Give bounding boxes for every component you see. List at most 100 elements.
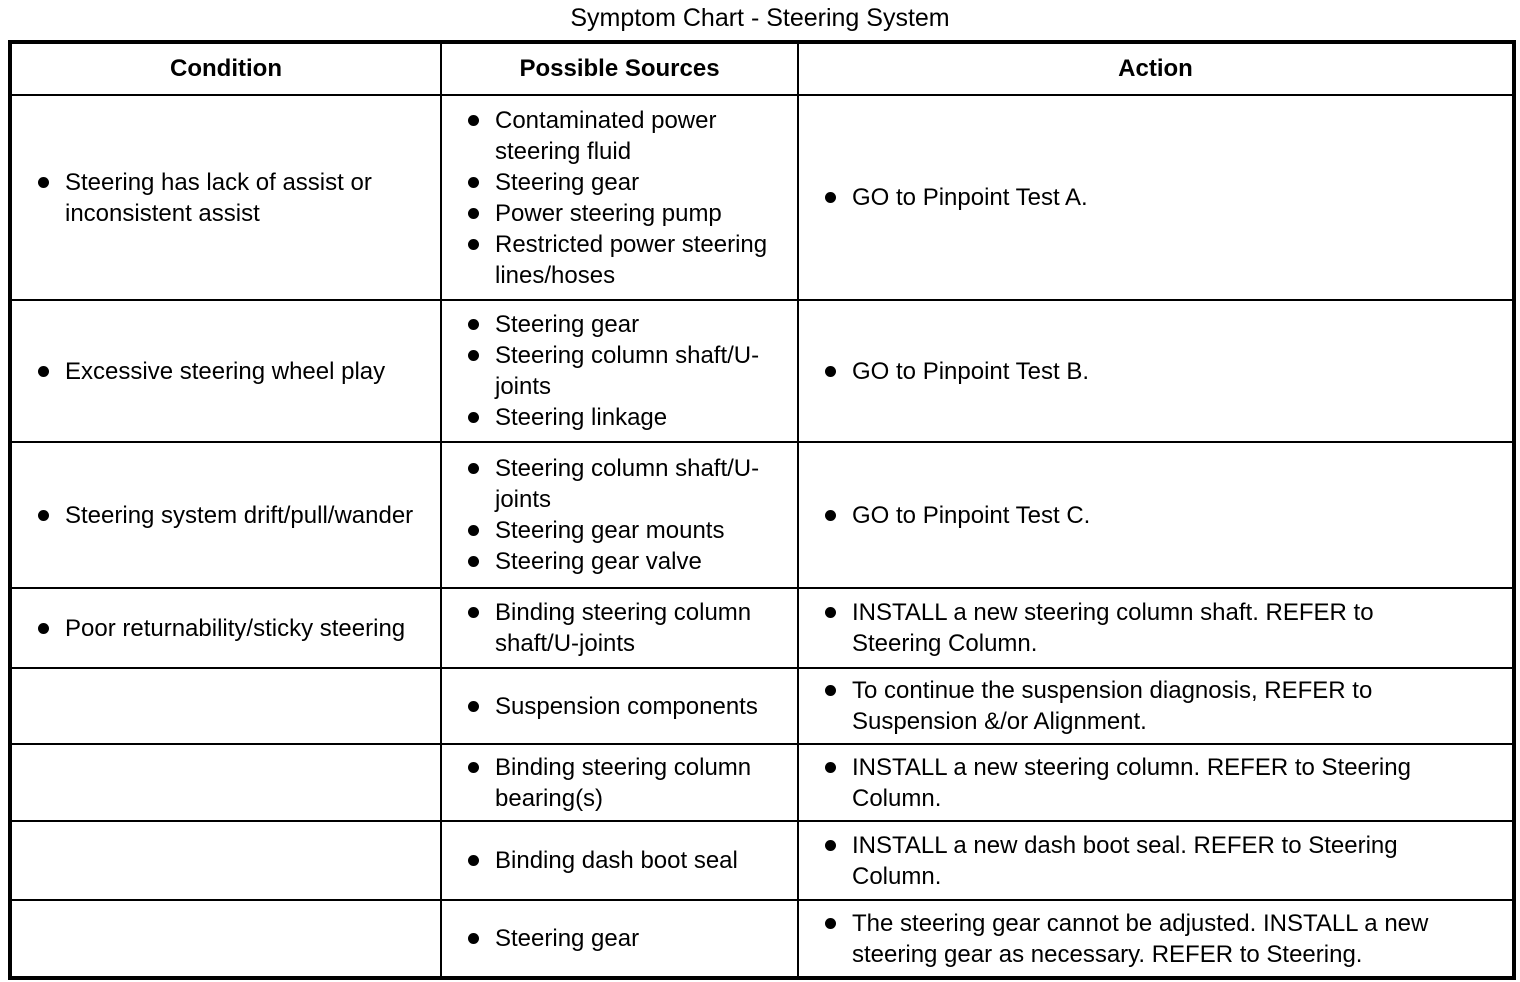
possible-sources-cell: Suspension components bbox=[440, 667, 799, 745]
condition-cell: Steering has lack of assist or inconsist… bbox=[9, 94, 442, 301]
bullet-item: Steering linkage bbox=[468, 402, 789, 433]
bullet-item: The steering gear cannot be adjusted. IN… bbox=[825, 908, 1504, 970]
action-cell: The steering gear cannot be adjusted. IN… bbox=[797, 899, 1515, 979]
bullet-item-text: GO to Pinpoint Test A. bbox=[852, 184, 1088, 211]
bullet-item: GO to Pinpoint Test A. bbox=[825, 182, 1504, 213]
action-list: INSTALL a new dash boot seal. REFER to S… bbox=[825, 830, 1504, 892]
action-list: GO to Pinpoint Test B. bbox=[825, 356, 1504, 387]
bullet-item: Binding dash boot seal bbox=[468, 845, 789, 876]
bullet-item: GO to Pinpoint Test C. bbox=[825, 500, 1504, 531]
bullet-item-text: Steering has lack of assist or inconsist… bbox=[65, 168, 372, 227]
bullet-item-text: Excessive steering wheel play bbox=[65, 357, 386, 385]
action-cell: To continue the suspension diagnosis, RE… bbox=[797, 667, 1515, 745]
sources-list: Binding dash boot seal bbox=[468, 845, 789, 876]
condition-cell bbox=[9, 743, 442, 822]
sources-list: Steering gear bbox=[468, 923, 789, 954]
condition-cell bbox=[9, 667, 442, 745]
bullet-icon bbox=[825, 509, 836, 521]
bullet-icon bbox=[38, 509, 49, 521]
bullet-item-text: Power steering pump bbox=[495, 199, 722, 227]
action-list: INSTALL a new steering column shaft. REF… bbox=[825, 597, 1504, 659]
action-cell: GO to Pinpoint Test A. bbox=[797, 94, 1515, 301]
bullet-item-text: Binding steering column shaft/U-joints bbox=[495, 599, 752, 657]
bullet-item: Steering has lack of assist or inconsist… bbox=[38, 167, 432, 229]
condition-list: Steering has lack of assist or inconsist… bbox=[38, 167, 432, 229]
bullet-icon bbox=[825, 365, 836, 377]
bullet-item-text: Steering column shaft/U-joints bbox=[495, 342, 760, 400]
bullet-item: Poor returnability/sticky steering bbox=[38, 613, 432, 644]
header-row: Condition Possible Sources Action bbox=[9, 41, 1515, 96]
bullet-item-text: Binding steering column bearing(s) bbox=[495, 753, 752, 812]
action-cell: INSTALL a new steering column. REFER to … bbox=[797, 743, 1515, 822]
bullet-item-text: INSTALL a new steering column shaft. REF… bbox=[852, 599, 1374, 657]
bullet-item: INSTALL a new dash boot seal. REFER to S… bbox=[825, 830, 1504, 892]
table-row: Binding steering column bearing(s) INSTA… bbox=[9, 743, 1515, 822]
possible-sources-cell: Binding steering column shaft/U-joints bbox=[440, 587, 799, 669]
bullet-icon bbox=[468, 525, 479, 536]
bullet-item-text: Restricted power steering lines/hoses bbox=[495, 230, 768, 289]
bullet-item-text: Steering column shaft/U-joints bbox=[495, 455, 760, 513]
condition-cell: Poor returnability/sticky steering bbox=[9, 587, 442, 669]
bullet-item: Steering system drift/pull/wander bbox=[38, 500, 432, 531]
symptom-chart-table: Condition Possible Sources Action Steeri… bbox=[8, 40, 1516, 980]
bullet-item: Steering gear bbox=[468, 167, 789, 198]
bullet-icon bbox=[468, 238, 479, 250]
action-cell: GO to Pinpoint Test C. bbox=[797, 441, 1515, 589]
bullet-item-text: Contaminated power steering fluid bbox=[495, 106, 717, 165]
bullet-item: To continue the suspension diagnosis, RE… bbox=[825, 675, 1504, 737]
bullet-item-text: Steering system drift/pull/wander bbox=[65, 501, 414, 529]
bullet-item-text: Steering gear valve bbox=[495, 548, 702, 575]
column-header-action: Action bbox=[797, 41, 1515, 96]
bullet-item-text: Steering gear bbox=[495, 925, 640, 952]
bullet-item: Steering gear bbox=[468, 923, 789, 954]
bullet-item-text: GO to Pinpoint Test B. bbox=[852, 357, 1090, 385]
bullet-icon bbox=[825, 607, 836, 618]
bullet-item: Suspension components bbox=[468, 691, 789, 722]
bullet-icon bbox=[468, 207, 479, 219]
bullet-item: INSTALL a new steering column shaft. REF… bbox=[825, 597, 1504, 659]
bullet-item-text: Poor returnability/sticky steering bbox=[65, 614, 406, 642]
condition-list: Excessive steering wheel play bbox=[38, 356, 432, 387]
bullet-item-text: GO to Pinpoint Test C. bbox=[852, 501, 1091, 529]
bullet-item: Binding steering column bearing(s) bbox=[468, 752, 789, 814]
bullet-icon bbox=[468, 700, 479, 712]
bullet-icon bbox=[468, 933, 479, 944]
page-title: Symptom Chart - Steering System bbox=[570, 4, 950, 32]
bullet-icon bbox=[38, 176, 49, 188]
sources-list: Binding steering column bearing(s) bbox=[468, 752, 789, 814]
bullet-item-text: INSTALL a new steering column. REFER to … bbox=[852, 753, 1411, 812]
bullet-icon bbox=[468, 463, 479, 474]
bullet-icon bbox=[468, 761, 479, 773]
bullet-item-text: Suspension components bbox=[495, 692, 758, 720]
table-row: Steering has lack of assist or inconsist… bbox=[9, 94, 1515, 301]
bullet-icon bbox=[468, 319, 479, 330]
bullet-item: GO to Pinpoint Test B. bbox=[825, 356, 1504, 387]
bullet-item: Steering gear valve bbox=[468, 546, 789, 577]
sources-list: Suspension components bbox=[468, 691, 789, 722]
bullet-item-text: To continue the suspension diagnosis, RE… bbox=[852, 677, 1373, 735]
action-list: The steering gear cannot be adjusted. IN… bbox=[825, 908, 1504, 970]
column-header-condition: Condition bbox=[9, 41, 442, 96]
bullet-item: Steering column shaft/U-joints bbox=[468, 453, 789, 515]
action-list: To continue the suspension diagnosis, RE… bbox=[825, 675, 1504, 737]
bullet-item-text: INSTALL a new dash boot seal. REFER to S… bbox=[852, 831, 1398, 890]
possible-sources-cell: Steering gear bbox=[440, 899, 799, 979]
bullet-item-text: Steering gear mounts bbox=[495, 517, 725, 544]
bullet-item: Power steering pump bbox=[468, 198, 789, 229]
bullet-icon bbox=[468, 176, 479, 188]
bullet-item: Contaminated power steering fluid bbox=[468, 105, 789, 167]
bullet-icon bbox=[468, 350, 479, 361]
bullet-icon bbox=[825, 761, 836, 773]
bullet-icon bbox=[38, 365, 49, 377]
action-cell: INSTALL a new steering column shaft. REF… bbox=[797, 587, 1515, 669]
action-list: INSTALL a new steering column. REFER to … bbox=[825, 752, 1504, 814]
action-cell: GO to Pinpoint Test B. bbox=[797, 299, 1515, 443]
condition-cell bbox=[9, 820, 442, 901]
column-header-possible-sources: Possible Sources bbox=[440, 41, 799, 96]
bullet-icon bbox=[825, 685, 836, 696]
bullet-item-text: Steering gear bbox=[495, 168, 640, 196]
